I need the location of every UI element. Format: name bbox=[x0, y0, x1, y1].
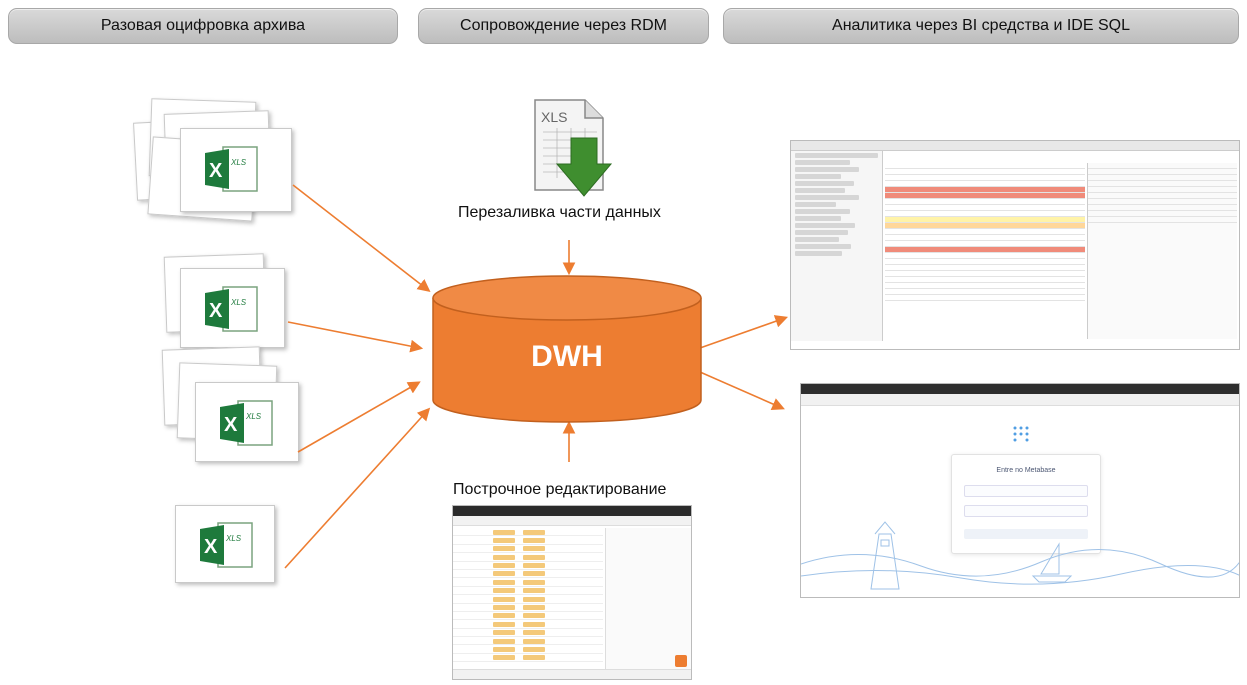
excel-icon: XLS X bbox=[200, 522, 253, 568]
ide-result-grid bbox=[885, 163, 1085, 339]
banner-rdm-support: Сопровождение через RDM bbox=[418, 8, 709, 44]
metabase-login-title: Entre no Metabase bbox=[996, 467, 1056, 474]
banner-bi-analytics-label: Аналитика через BI средства и IDE SQL bbox=[832, 17, 1130, 34]
excel-sheet-card: XLS X bbox=[195, 382, 299, 462]
excel-icon: XLS X bbox=[205, 146, 258, 192]
arrow-dwh-to-ide bbox=[699, 315, 789, 349]
arrow-stack4-to-dwh bbox=[284, 407, 431, 569]
row-edit-label: Построчное редактирование bbox=[453, 481, 667, 498]
ide-toolbar bbox=[791, 141, 1239, 151]
svg-text:X: X bbox=[209, 300, 223, 322]
email-field[interactable] bbox=[964, 485, 1088, 497]
row-edit-toolbar bbox=[453, 516, 691, 526]
bi-metabase-screenshot: Entre no Metabase bbox=[800, 383, 1240, 598]
row-edit-detail-panel bbox=[605, 528, 691, 669]
row-edit-statusbar bbox=[453, 669, 691, 679]
metabase-login-card: Entre no Metabase bbox=[951, 454, 1101, 554]
arrow-stack1-to-dwh bbox=[292, 184, 431, 292]
excel-sheet-card: XLS X bbox=[175, 505, 275, 583]
password-field[interactable] bbox=[964, 505, 1088, 517]
ide-metadata-panel bbox=[1087, 163, 1237, 339]
banner-archive-digitization: Разовая оцифровка архива bbox=[8, 8, 398, 44]
database-cylinder-icon bbox=[432, 275, 702, 423]
excel-badge-text: XLS bbox=[230, 158, 247, 167]
svg-text:X: X bbox=[204, 536, 218, 558]
row-edit-action-button[interactable] bbox=[675, 655, 687, 667]
xls-file-icon: XLS bbox=[534, 99, 613, 197]
arrow-stack2-to-dwh bbox=[287, 321, 424, 353]
arrow-stack3-to-dwh bbox=[297, 381, 421, 453]
browser-tabbar bbox=[801, 384, 1239, 394]
banner-bi-analytics: Аналитика через BI средства и IDE SQL bbox=[723, 8, 1239, 44]
excel-badge-text: XLS bbox=[225, 534, 242, 543]
sign-in-button[interactable] bbox=[964, 529, 1088, 539]
excel-icon: XLS X bbox=[220, 400, 273, 446]
browser-urlbar bbox=[801, 394, 1239, 406]
excel-badge-text: XLS bbox=[245, 412, 262, 421]
excel-sheet-card: XLS X bbox=[180, 268, 285, 348]
dwh-label: DWH bbox=[531, 340, 603, 373]
lighthouse-illustration bbox=[801, 521, 1239, 590]
banner-archive-digitization-label: Разовая оцифровка архива bbox=[100, 17, 306, 34]
row-edit-grid bbox=[453, 528, 603, 669]
ide-navigator-panel bbox=[791, 151, 883, 341]
row-edit-titlebar bbox=[453, 506, 691, 516]
xls-file-text: XLS bbox=[541, 109, 567, 125]
row-edit-screenshot bbox=[452, 505, 692, 680]
excel-badge-text: XLS bbox=[230, 298, 247, 307]
svg-text:X: X bbox=[224, 414, 238, 436]
svg-text:X: X bbox=[209, 160, 223, 182]
download-arrow-icon bbox=[555, 137, 613, 197]
excel-icon: XLS X bbox=[205, 286, 258, 332]
excel-sheet-card: XLS X bbox=[180, 128, 292, 212]
metabase-logo-icon bbox=[1013, 426, 1029, 442]
banner-rdm-support-label: Сопровождение через RDM bbox=[460, 17, 667, 34]
arrow-dwh-to-bi bbox=[699, 371, 785, 411]
reload-label: Перезаливка части данных bbox=[458, 204, 661, 221]
ide-sql-screenshot bbox=[790, 140, 1240, 350]
